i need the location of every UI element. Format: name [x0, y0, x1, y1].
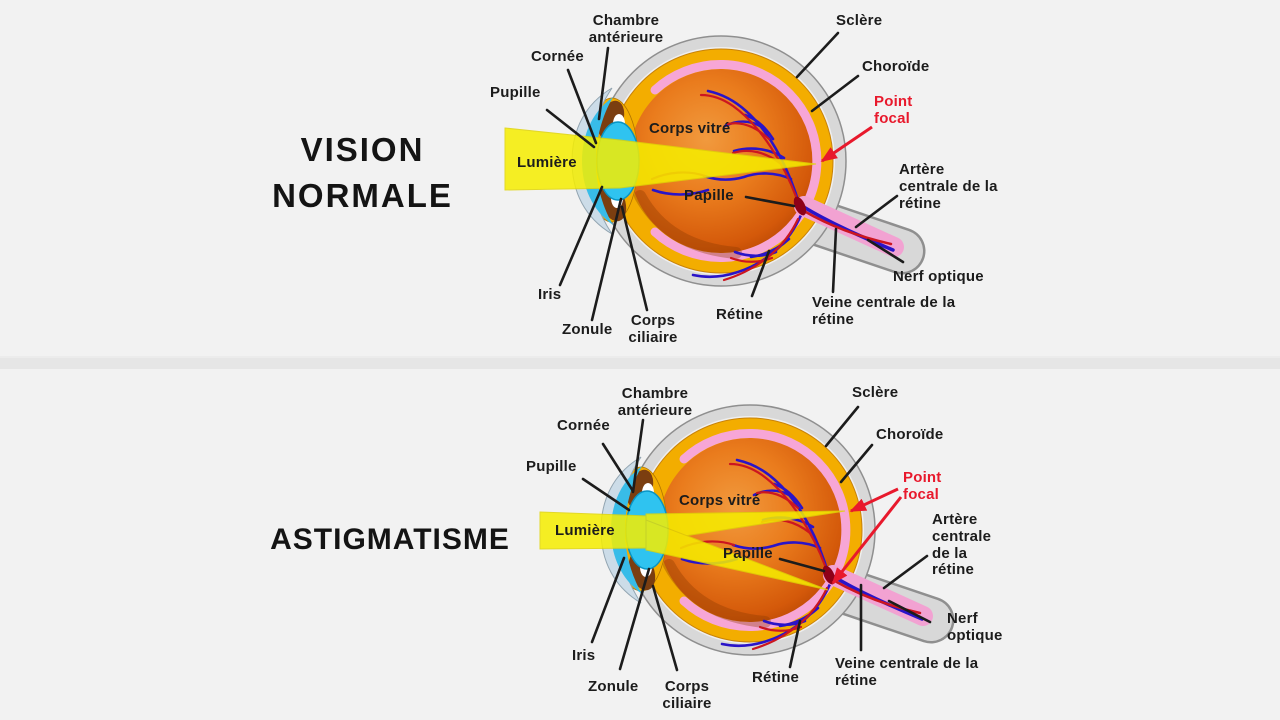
focal-arrow-normal	[820, 125, 873, 163]
label-sclere-normal: Sclère	[836, 12, 883, 29]
label-lumiere-astig: Lumière	[555, 522, 615, 539]
panel-divider	[0, 356, 1280, 369]
label-zonule-normal: Zonule	[562, 321, 613, 338]
label-corps-vitre-astig: Corps vitré	[679, 492, 761, 509]
label-nerf-optique-normal: Nerf optique	[893, 268, 984, 285]
light-beam-astigmatisme	[539, 510, 846, 591]
leader-lines-astigmatisme	[581, 405, 932, 672]
label-nerf-optique-astig: Nerf optique	[947, 610, 1003, 644]
label-papille-normal: Papille	[684, 187, 734, 204]
label-retine-normal: Rétine	[716, 306, 764, 323]
label-choroide-normal: Choroïde	[862, 58, 930, 75]
light-beam-normal	[504, 127, 817, 191]
label-artere-centrale-astig: Artère centrale de la rétine	[932, 511, 992, 579]
label-artere-centrale-normal: Artère centrale de la rétine	[899, 161, 998, 212]
focal-arrow-astig-2	[831, 496, 903, 585]
label-lumiere-normal: Lumière	[517, 154, 577, 171]
label-iris-normal: Iris	[538, 286, 562, 303]
label-zonule-astig: Zonule	[588, 678, 639, 695]
label-corps-ciliaire-normal: Corps ciliaire	[628, 312, 678, 346]
title-vision-normale: VISION NORMALE	[272, 131, 453, 214]
focal-point-arrows	[820, 125, 903, 585]
label-iris-astig: Iris	[572, 647, 596, 664]
label-corps-vitre-normal: Corps vitré	[649, 120, 731, 137]
label-veine-centrale-astig: Veine centrale de la rétine	[835, 655, 979, 689]
label-pupille-normal: Pupille	[490, 84, 541, 101]
label-sclere-astig: Sclère	[852, 384, 899, 401]
label-pupille-astig: Pupille	[526, 458, 577, 475]
label-chambre-anterieure-normal: Chambre antérieure	[588, 12, 664, 46]
title-astigmatisme: ASTIGMATISME	[270, 523, 510, 556]
label-point-focal-astig: Point focal	[903, 469, 942, 503]
label-point-focal-normal: Point focal	[874, 93, 913, 127]
label-veine-centrale-normal: Veine centrale de la rétine	[812, 294, 956, 328]
label-cornee-astig: Cornée	[557, 417, 610, 434]
label-papille-astig: Papille	[723, 545, 773, 562]
leader-lines-normal	[545, 31, 905, 322]
label-chambre-anterieure-astig: Chambre antérieure	[617, 385, 693, 419]
label-cornee-normal: Cornée	[531, 48, 584, 65]
label-choroide-astig: Choroïde	[876, 426, 944, 443]
focal-arrow-astig-1	[849, 487, 899, 513]
label-retine-astig: Rétine	[752, 669, 800, 686]
label-corps-ciliaire-astig: Corps ciliaire	[662, 678, 712, 712]
